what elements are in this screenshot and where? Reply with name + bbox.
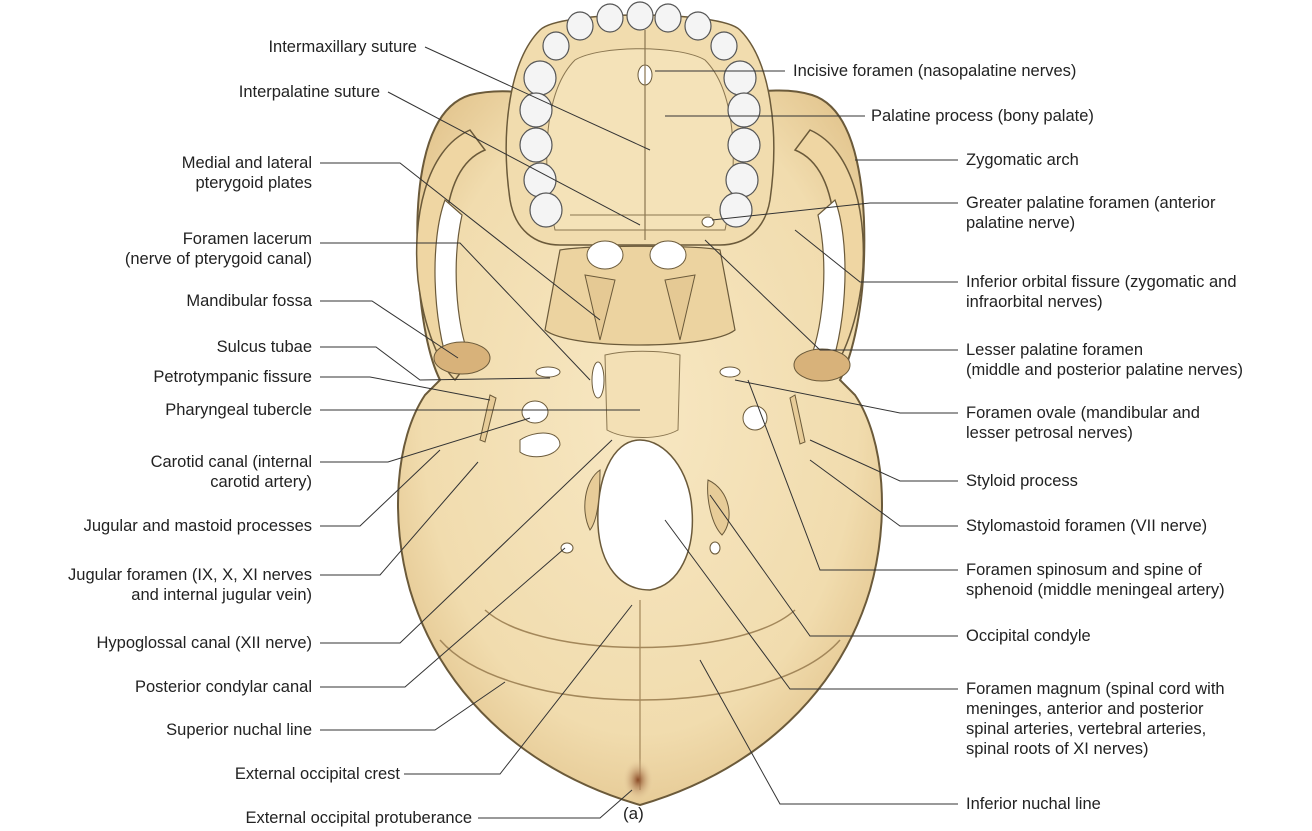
left-callout-label: Petrotympanic fissure <box>153 367 312 387</box>
left-callout-label: Medial and lateral pterygoid plates <box>182 153 312 193</box>
left-callout-label: Hypoglossal canal (XII nerve) <box>96 633 312 653</box>
tooth <box>597 4 623 32</box>
tooth <box>520 128 552 162</box>
right-callout-label: Incisive foramen (nasopalatine nerves) <box>793 61 1076 81</box>
tooth <box>720 193 752 227</box>
tooth <box>728 128 760 162</box>
right-callout-label: Inferior orbital fissure (zygomatic and … <box>966 272 1237 312</box>
tooth <box>524 61 556 95</box>
left-callout-label: Mandibular fossa <box>186 291 312 311</box>
tooth <box>543 32 569 60</box>
left-callout-label: Sulcus tubae <box>217 337 312 357</box>
right-callout-label: Occipital condyle <box>966 626 1091 646</box>
tooth <box>655 4 681 32</box>
left-callout-label: Carotid canal (internal carotid artery) <box>151 452 312 492</box>
panel-label: (a) <box>623 804 644 824</box>
left-callout-label: Jugular and mastoid processes <box>84 516 312 536</box>
tooth <box>685 12 711 40</box>
basiocciput <box>605 351 680 437</box>
tooth <box>711 32 737 60</box>
right-callout-label: Inferior nuchal line <box>966 794 1101 814</box>
tooth <box>524 163 556 197</box>
left-callout-label: Superior nuchal line <box>166 720 312 740</box>
right-callout-label: Greater palatine foramen (anterior palat… <box>966 193 1215 233</box>
external-occipital-protuberance <box>622 758 654 802</box>
right-callout-label: Foramen ovale (mandibular and lesser pet… <box>966 403 1200 443</box>
tooth <box>627 2 653 30</box>
right-callout-label: Foramen magnum (spinal cord with meninge… <box>966 679 1225 759</box>
pterygoid-region <box>545 246 735 345</box>
right-callout-label: Palatine process (bony palate) <box>871 106 1094 126</box>
right-callout-label: Stylomastoid foramen (VII nerve) <box>966 516 1207 536</box>
tooth <box>726 163 758 197</box>
left-callout-label: Interpalatine suture <box>239 82 380 102</box>
right-callout-label: Lesser palatine foramen (middle and post… <box>966 340 1243 380</box>
right-callout-label: Foramen spinosum and spine of sphenoid (… <box>966 560 1225 600</box>
left-callout-label: Posterior condylar canal <box>135 677 312 697</box>
right-callout-label: Zygomatic arch <box>966 150 1079 170</box>
left-callout-label: Intermaxillary suture <box>268 37 417 57</box>
tooth <box>530 193 562 227</box>
tooth <box>724 61 756 95</box>
tooth <box>567 12 593 40</box>
left-callout-label: Pharyngeal tubercle <box>165 400 312 420</box>
left-callout-label: External occipital protuberance <box>245 808 472 828</box>
left-callout-label: Jugular foramen (IX, X, XI nerves and in… <box>68 565 312 605</box>
tooth <box>728 93 760 127</box>
left-callout-label: Foramen lacerum (nerve of pterygoid cana… <box>125 229 312 269</box>
right-callout-label: Styloid process <box>966 471 1078 491</box>
left-callout-label: External occipital crest <box>235 764 400 784</box>
